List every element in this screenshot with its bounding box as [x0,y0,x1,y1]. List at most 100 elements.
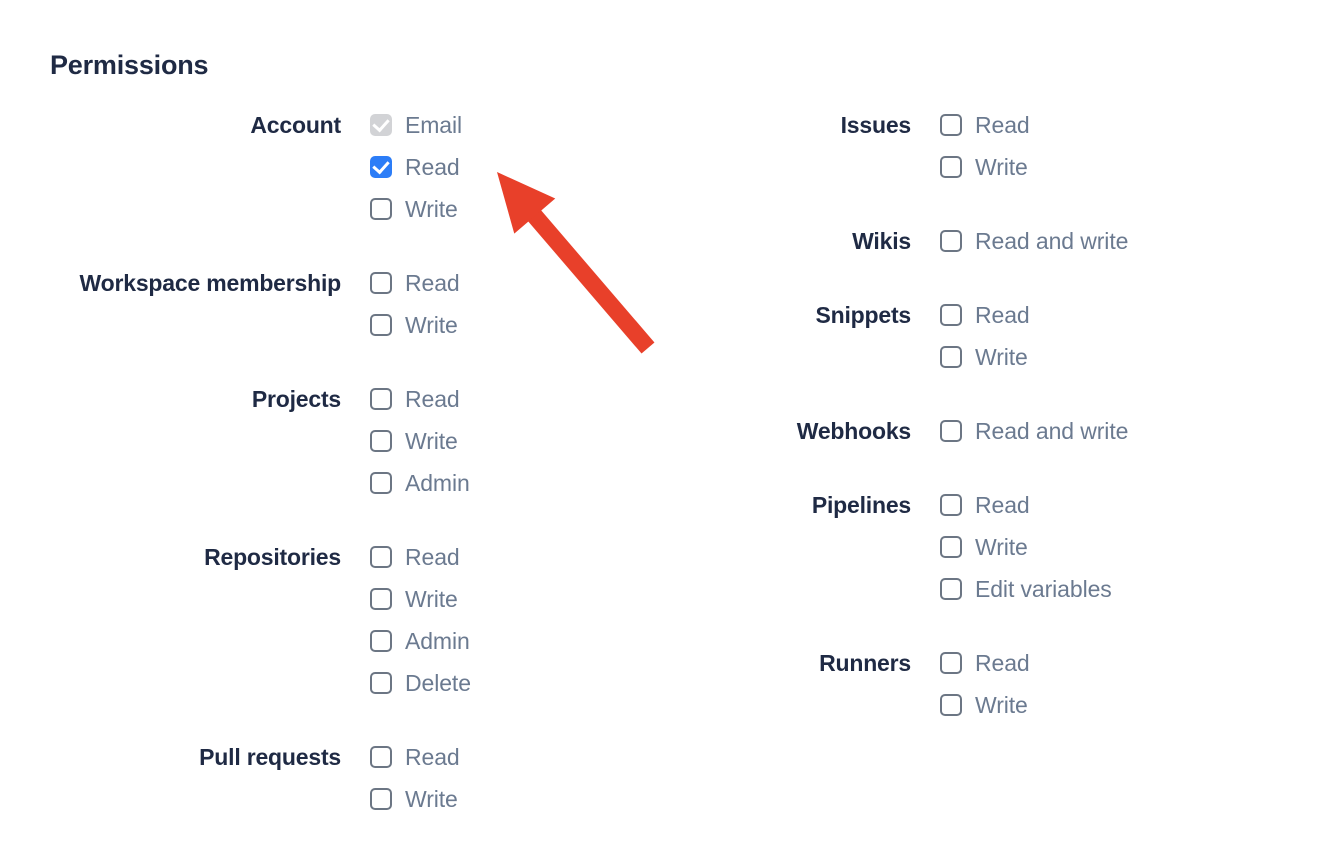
permission-option-repositories-delete[interactable]: Delete [370,662,471,704]
permission-option-projects-admin[interactable]: Admin [370,462,470,504]
permission-option-list: Read and write [911,410,1128,452]
permission-option-label: Read and write [975,417,1129,444]
permission-group-label: Pipelines [811,492,911,518]
permission-option-repositories-admin[interactable]: Admin [370,620,471,662]
checkbox-unchecked[interactable] [370,314,392,336]
permission-group-label: Projects [251,386,341,412]
permission-option-snippets-write[interactable]: Write [940,336,1030,378]
permission-option-list: Read and write [911,220,1128,262]
permission-option-label: Read [405,385,460,412]
permission-group-label: Account [250,112,341,138]
checkbox-unchecked[interactable] [370,630,392,652]
permission-option-pipelines-write[interactable]: Write [940,526,1112,568]
checkbox-unchecked[interactable] [940,114,962,136]
permission-option-account-read[interactable]: Read [370,146,462,188]
permission-option-account-email[interactable]: Email [370,104,462,146]
checkbox-unchecked[interactable] [370,788,392,810]
checkbox-checked-disabled [370,114,392,136]
checkbox-unchecked[interactable] [940,156,962,178]
permission-option-label: Write [405,585,458,612]
checkbox-unchecked[interactable] [940,346,962,368]
permission-option-label: Edit variables [975,575,1112,602]
checkbox-unchecked[interactable] [370,272,392,294]
checkbox-unchecked[interactable] [940,652,962,674]
permission-option-runners-read[interactable]: Read [940,642,1030,684]
checkbox-unchecked[interactable] [370,588,392,610]
permission-option-projects-write[interactable]: Write [370,420,470,462]
checkbox-checked[interactable] [370,156,392,178]
checkbox-unchecked[interactable] [370,430,392,452]
permission-option-label: Read [405,743,460,770]
check-icon [372,114,390,133]
checkbox-unchecked[interactable] [940,494,962,516]
permission-option-label: Email [405,111,463,138]
permission-option-label: Write [405,311,458,338]
permission-option-issues-write[interactable]: Write [940,146,1030,188]
permission-option-label: Write [405,427,458,454]
permission-option-pull-requests-read[interactable]: Read [370,736,460,778]
permission-option-label: Read [975,111,1030,138]
checkbox-unchecked[interactable] [940,420,962,442]
checkbox-unchecked[interactable] [940,536,962,558]
checkbox-unchecked[interactable] [370,672,392,694]
permission-option-label: Read [405,269,460,296]
checkbox-unchecked[interactable] [940,578,962,600]
checkbox-unchecked[interactable] [940,694,962,716]
check-icon [372,156,390,175]
permission-option-label: Read [975,649,1030,676]
permission-option-repositories-write[interactable]: Write [370,578,471,620]
permission-option-label: Read [405,153,460,180]
permission-option-snippets-read[interactable]: Read [940,294,1030,336]
permission-group-label: Wikis [852,228,911,254]
checkbox-unchecked[interactable] [370,546,392,568]
permission-option-pull-requests-write[interactable]: Write [370,778,460,820]
permission-option-pipelines-edit-variables[interactable]: Edit variables [940,568,1112,610]
permission-group-label: Workspace membership [79,270,342,296]
permission-option-wikis-read-and-write[interactable]: Read and write [940,220,1128,262]
checkbox-unchecked[interactable] [370,472,392,494]
permission-option-label: Write [405,195,458,222]
permission-group-wikis: Wikis Read and write [660,220,1322,262]
permission-option-label: Admin [405,469,470,496]
permission-option-label: Write [975,533,1028,560]
checkbox-unchecked[interactable] [370,388,392,410]
permission-option-pipelines-read[interactable]: Read [940,484,1112,526]
permission-option-workspace-membership-write[interactable]: Write [370,304,460,346]
permission-option-repositories-read[interactable]: Read [370,536,471,578]
permission-option-label: Read [975,301,1030,328]
permission-option-account-write[interactable]: Write [370,188,462,230]
permission-option-issues-read[interactable]: Read [940,104,1030,146]
permission-option-label: Read [975,491,1030,518]
checkbox-unchecked[interactable] [370,746,392,768]
permission-option-label: Write [405,785,458,812]
permission-group-webhooks: Webhooks Read and write [660,410,1322,452]
permission-option-projects-read[interactable]: Read [370,378,470,420]
checkbox-unchecked[interactable] [370,198,392,220]
permission-option-runners-write[interactable]: Write [940,684,1030,726]
checkbox-unchecked[interactable] [940,304,962,326]
checkbox-unchecked[interactable] [940,230,962,252]
permission-option-label: Write [975,343,1028,370]
permission-option-label: Delete [405,669,471,696]
permission-option-webhooks-read-and-write[interactable]: Read and write [940,410,1128,452]
permission-option-workspace-membership-read[interactable]: Read [370,262,460,304]
permission-option-label: Read and write [975,227,1129,254]
permission-group-label: Webhooks [796,418,911,444]
